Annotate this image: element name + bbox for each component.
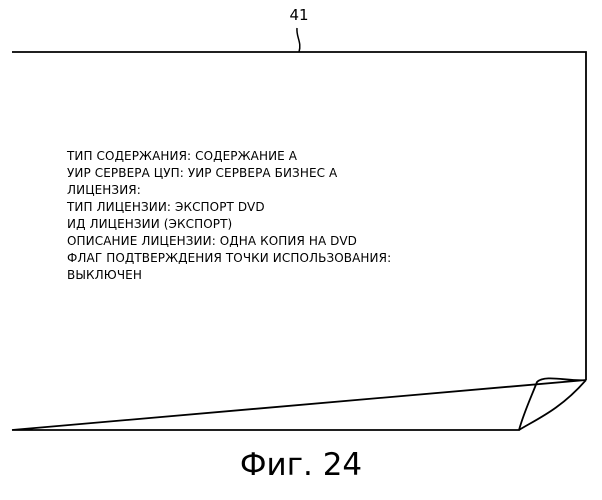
usage-point-flag-value-line: ВЫКЛЮЧЕН bbox=[67, 267, 537, 284]
license-heading-line: ЛИЦЕНЗИЯ: bbox=[67, 182, 537, 199]
leader-line bbox=[297, 28, 300, 52]
curled-corner bbox=[519, 380, 586, 430]
content-type-line: ТИП СОДЕРЖАНИЯ: СОДЕРЖАНИЕ А bbox=[67, 148, 537, 165]
document-text: ТИП СОДЕРЖАНИЯ: СОДЕРЖАНИЕ А УИР СЕРВЕРА… bbox=[67, 148, 537, 284]
license-description-line: ОПИСАНИЕ ЛИЦЕНЗИИ: ОДНА КОПИЯ НА DVD bbox=[67, 233, 537, 250]
license-type-line: ТИП ЛИЦЕНЗИИ: ЭКСПОРТ DVD bbox=[67, 199, 537, 216]
figure-caption: Фиг. 24 bbox=[0, 446, 602, 484]
server-uri-line: УИР СЕРВЕРА ЦУП: УИР СЕРВЕРА БИЗНЕС А bbox=[67, 165, 537, 182]
usage-point-flag-line: ФЛАГ ПОДТВЕРЖДЕНИЯ ТОЧКИ ИСПОЛЬЗОВАНИЯ: bbox=[67, 250, 537, 267]
license-id-line: ИД ЛИЦЕНЗИИ (ЭКСПОРТ) bbox=[67, 216, 537, 233]
